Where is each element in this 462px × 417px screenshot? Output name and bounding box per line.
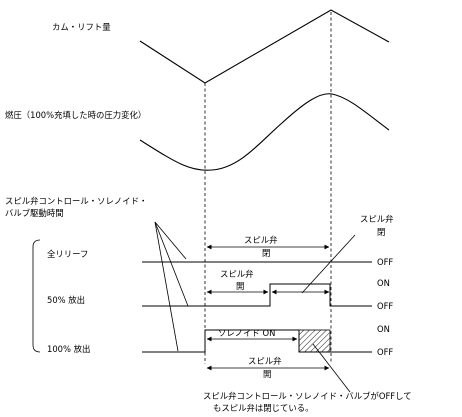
off-label-1: OFF	[377, 257, 393, 267]
note-line2: もスピル弁は閉じている。	[213, 403, 314, 413]
spill-valve-closed-top-line2: 閉	[262, 248, 270, 258]
fuel-pressure-label: 燃圧（100%充填した時の圧力変化）	[5, 110, 146, 120]
closed-leader-line	[301, 234, 356, 294]
spill-valve-closed-right-line1: スピル弁	[360, 214, 394, 224]
release-50-label: 50% 放出	[47, 295, 85, 305]
note-line1: スピル弁コントロール・ソレノイド・バルブがOFFして	[203, 391, 412, 401]
spill-valve-closed-right-line2: 閉	[377, 227, 385, 237]
note-leader-line	[312, 343, 351, 393]
cam-lift-label: カム・リフト量	[52, 22, 111, 32]
release-100-label: 100% 放出	[47, 344, 90, 354]
release-100-signal	[142, 329, 372, 353]
release-50-signal	[142, 283, 372, 307]
pointer-100-release	[154, 221, 179, 352]
spill-time-label-line2: バルブ駆動時間	[5, 208, 64, 218]
spill-time-label-line1: スピル弁コントロール・ソレノイド・	[5, 196, 147, 206]
row-bracket	[32, 239, 41, 353]
fuel-pressure-curve	[139, 93, 390, 171]
spill-valve-open-mid-line2: 開	[236, 281, 244, 291]
spill-valve-closed-top-line1: スピル弁	[244, 235, 278, 245]
on-label-3: ON	[377, 324, 390, 334]
full-relief-label: 全リリーフ	[47, 249, 88, 259]
on-label-2: ON	[377, 278, 390, 288]
cam-lift-curve	[139, 9, 390, 84]
closed-after-off-hatch	[298, 329, 331, 353]
pointer-full-relief	[154, 221, 187, 260]
spill-valve-open-bottom-line1: スピル弁	[248, 356, 282, 366]
off-label-3: OFF	[377, 347, 393, 357]
off-label-2: OFF	[377, 301, 393, 311]
spill-valve-open-mid-line1: スピル弁	[220, 269, 254, 279]
solenoid-on-label: ソレノイド ON	[218, 328, 275, 338]
spill-valve-open-bottom-line2: 開	[263, 369, 271, 379]
pointer-50-release	[154, 221, 189, 307]
